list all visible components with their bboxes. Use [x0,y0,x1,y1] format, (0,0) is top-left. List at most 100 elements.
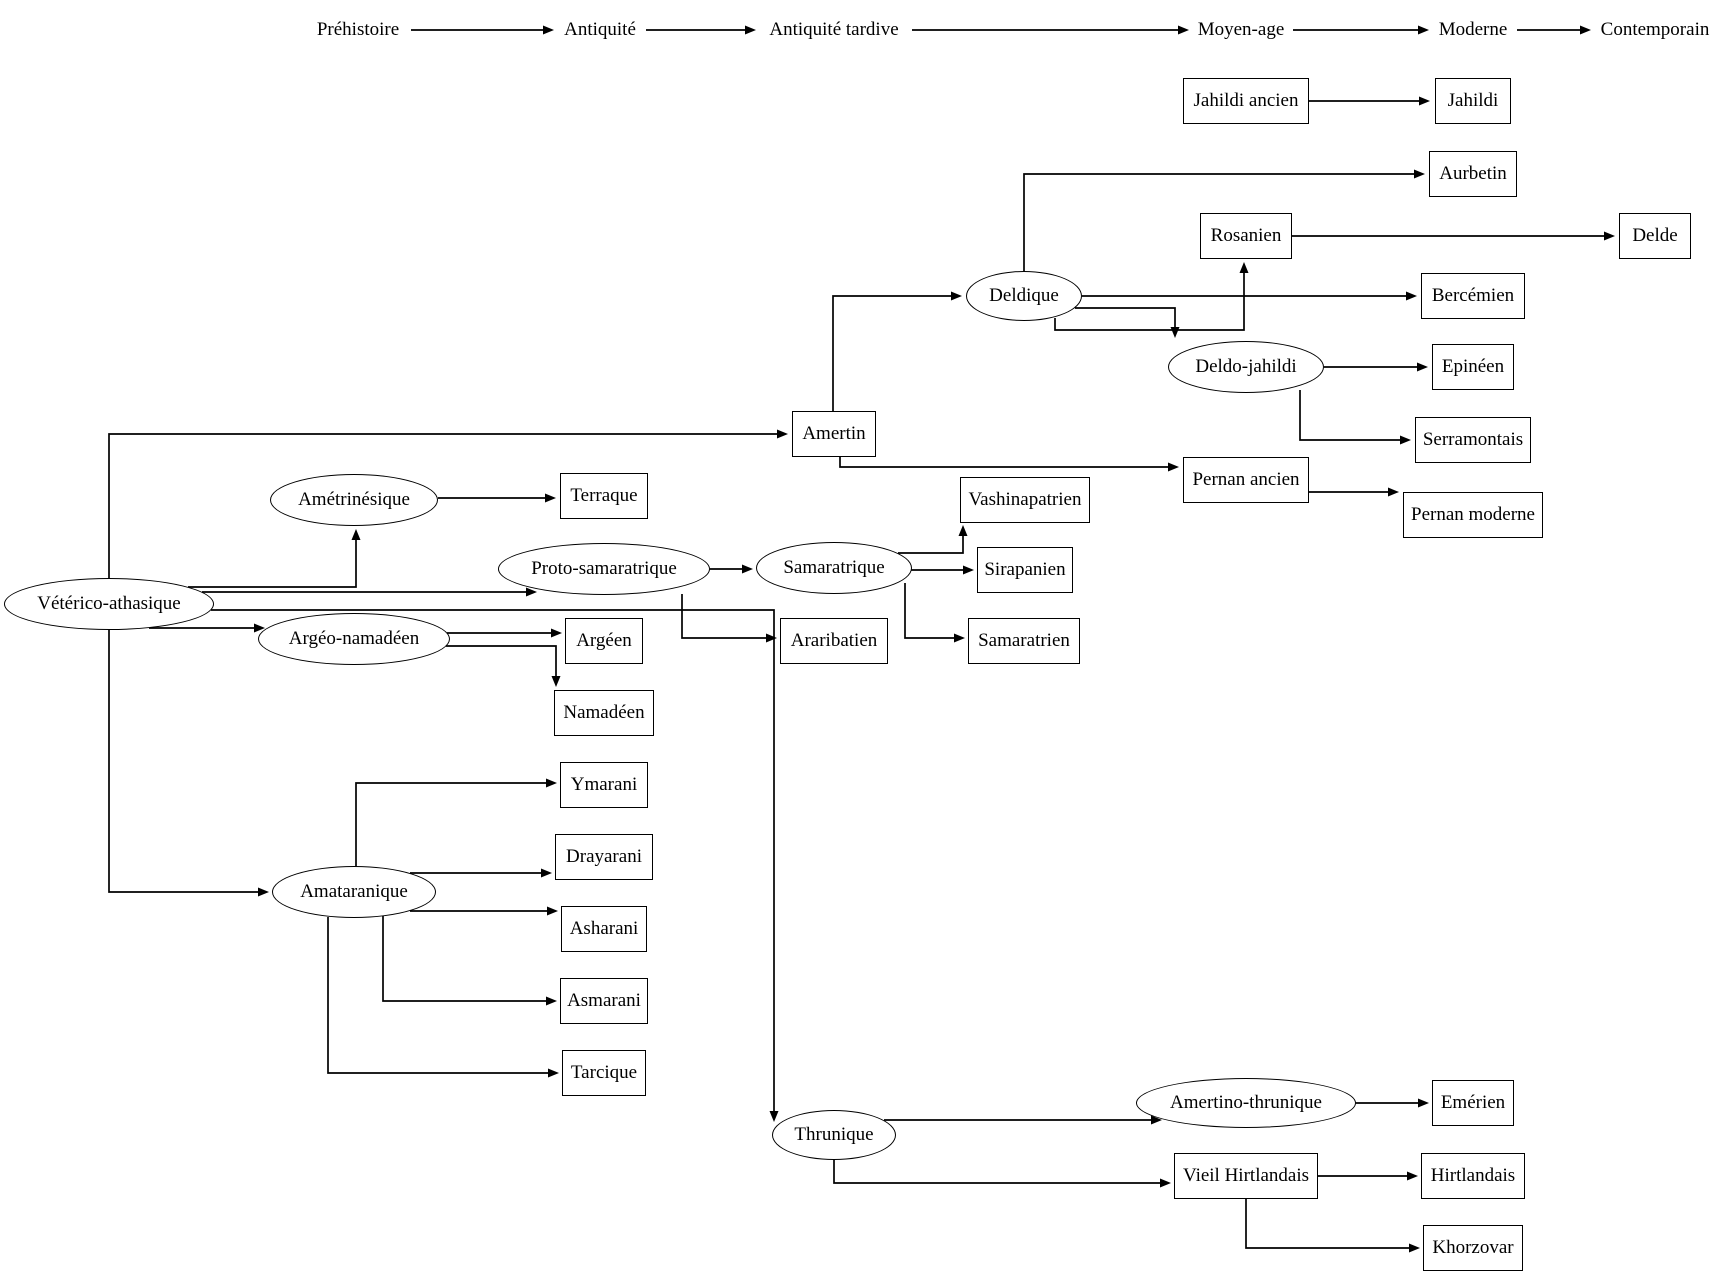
node-tarcique: Tarcique [562,1050,646,1096]
edge-amertino-emerien-arrowhead [1418,1098,1429,1108]
edge-veterico-amertin-arrowhead [777,429,788,439]
edge-deldique-deldo-arrowhead [1170,327,1180,338]
edge-veterico-thrunique [211,609,775,1111]
edge-amataranique-asmarani-arrowhead [546,996,557,1006]
node-khorzovar: Khorzovar [1423,1225,1523,1271]
timeline-arrow-0-arrowhead [543,25,554,35]
edge-vieil-hirtlandais-arrowhead [1407,1171,1418,1181]
node-namadeen: Namadéen [554,690,654,736]
edge-deldique-aurbetin [1023,173,1414,271]
edge-vieil-khorzovar-arrowhead [1409,1243,1420,1253]
node-drayarani: Drayarani [555,834,653,880]
edge-ametrinesique-terraque-arrowhead [545,493,556,503]
node-asmarani: Asmarani [560,978,648,1024]
node-deldique: Deldique [966,271,1082,321]
edge-amertin-deldique [832,295,951,411]
edge-samaratrique-samaratrien [904,583,954,639]
edge-deldique-bercemien-arrowhead [1406,291,1417,301]
node-pernan_moderne: Pernan moderne [1403,492,1543,538]
node-samaratrien: Samaratrien [968,618,1080,664]
edge-veterico-amertin [108,433,777,578]
edge-proto-araribatien-arrowhead [766,633,777,643]
node-epineen: Epinéen [1432,344,1514,390]
timeline-label-5: Contemporain [1600,19,1710,40]
edge-samaratrique-sirapanien-arrowhead [963,565,974,575]
node-ametrinesique: Amétrinésique [270,474,438,526]
edge-veterico-ametrinesique-arrowhead [351,529,361,540]
edge-veterico-amataranique-arrowhead [258,887,269,897]
edge-jahildi_ancien-jahildi-arrowhead [1419,96,1430,106]
timeline-label-4: Moderne [1438,19,1508,40]
edge-veterico-thrunique-arrowhead [769,1111,779,1122]
edge-argeo-namadeen [446,645,557,676]
node-thrunique: Thrunique [772,1110,896,1160]
node-jahildi: Jahildi [1435,78,1511,124]
edge-amataranique-drayarani-arrowhead [541,868,552,878]
node-samaratrique: Samaratrique [756,542,912,594]
edge-argeo-argeen-arrowhead [551,628,562,638]
edge-samaratrique-vashinapatrien-arrowhead [958,525,968,536]
node-rosanien: Rosanien [1200,213,1292,259]
edge-amataranique-asharani-arrowhead [547,906,558,916]
edge-samaratrique-samaratrien-arrowhead [954,633,965,643]
node-terraque: Terraque [560,473,648,519]
edge-proto-araribatien [681,594,766,639]
node-vashinapatrien: Vashinapatrien [960,477,1090,523]
edge-amataranique-tarcique [327,917,548,1074]
node-amertin: Amertin [792,411,876,457]
edge-deldo-epineen-arrowhead [1417,362,1428,372]
edge-proto-samaratrique-arrowhead [742,564,753,574]
edge-amertin-deldique-arrowhead [951,291,962,301]
timeline-arrow-2-arrowhead [1178,25,1189,35]
edge-amataranique-ymarani [355,782,546,866]
edge-amataranique-asmarani [382,916,546,1002]
edge-deldique-deldo [1075,307,1176,327]
node-jahildi_ancien: Jahildi ancien [1183,78,1309,124]
node-deldo: Deldo-jahildi [1168,341,1324,393]
node-amertino: Amertino-thrunique [1136,1078,1356,1128]
timeline-label-2: Antiquité tardive [769,19,899,40]
edge-samaratrique-vashinapatrien [898,536,964,554]
node-amataranique: Amataranique [272,866,436,918]
edge-veterico-ametrinesique [188,540,357,588]
timeline-label-3: Moyen-age [1197,19,1285,40]
edge-thrunique-amertino-arrowhead [1151,1115,1162,1125]
edge-rosanien-delde-arrowhead [1604,231,1615,241]
node-ymarani: Ymarani [560,762,648,808]
edge-deldique-aurbetin-arrowhead [1414,169,1425,179]
timeline-arrow-3-arrowhead [1418,25,1429,35]
edge-vieil-khorzovar [1245,1199,1409,1249]
node-aurbetin: Aurbetin [1429,151,1517,197]
timeline-arrow-4-arrowhead [1580,25,1591,35]
edge-deldique-rosanien [1054,273,1245,331]
edge-pernan_ancien-pernan_moderne-arrowhead [1388,487,1399,497]
edge-deldo-serramontais-arrowhead [1400,435,1411,445]
node-hirtlandais: Hirtlandais [1421,1153,1525,1199]
node-serramontais: Serramontais [1415,417,1531,463]
node-pernan_ancien: Pernan ancien [1183,457,1309,503]
edge-deldo-serramontais [1299,390,1400,441]
node-proto: Proto-samaratrique [498,543,710,595]
edge-veterico-argeo-arrowhead [254,623,265,633]
edge-thrunique-vieil-arrowhead [1160,1178,1171,1188]
node-argeen: Argéen [565,618,643,664]
edge-veterico-proto-arrowhead [526,587,537,597]
timeline-label-1: Antiquité [564,19,636,40]
timeline-arrow-1-arrowhead [745,25,756,35]
edge-thrunique-vieil [833,1160,1160,1184]
node-vieil: Vieil Hirtlandais [1174,1153,1318,1199]
node-sirapanien: Sirapanien [977,547,1073,593]
edge-amertin-pernan_ancien [839,457,1168,468]
edge-deldique-rosanien-arrowhead [1239,262,1249,273]
edge-argeo-namadeen-arrowhead [551,676,561,687]
node-argeo: Argéo-namadéen [258,613,450,665]
edge-amataranique-ymarani-arrowhead [546,778,557,788]
node-bercemien: Bercémien [1421,273,1525,319]
node-asharani: Asharani [561,906,647,952]
node-araribatien: Araribatien [780,618,888,664]
node-veterico: Vétérico-athasique [4,578,214,630]
edge-amertin-pernan_ancien-arrowhead [1168,462,1179,472]
edge-veterico-amataranique [108,630,258,893]
